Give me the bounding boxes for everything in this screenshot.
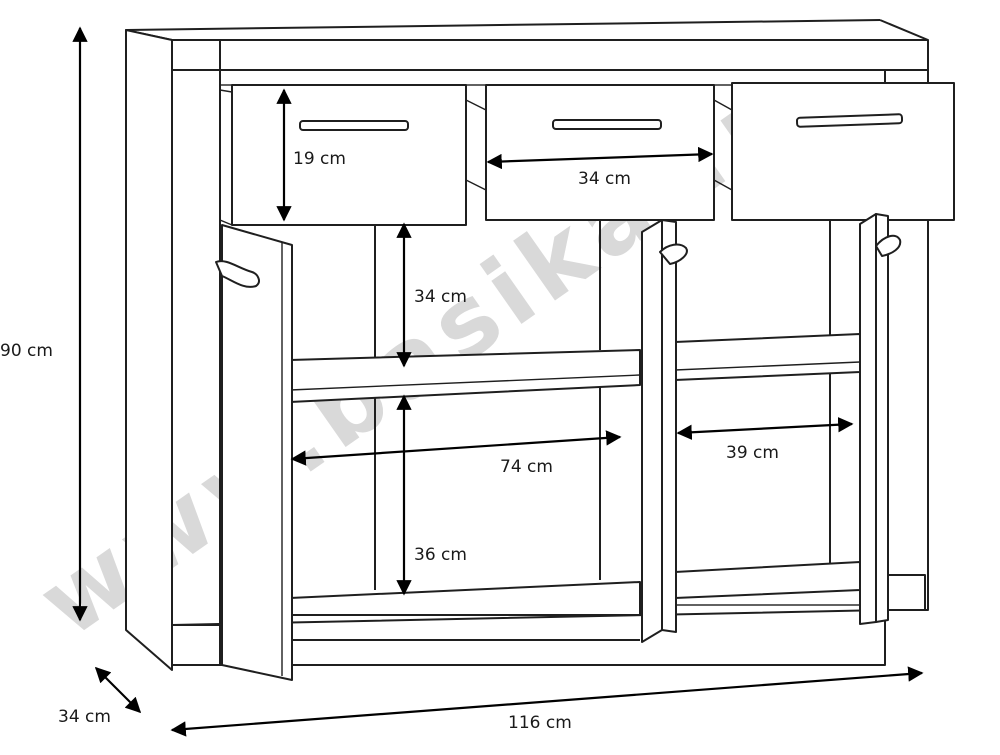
drawer-right-handle[interactable] <box>795 113 904 128</box>
door-left[interactable] <box>215 224 293 681</box>
left-side-panel <box>125 29 173 671</box>
top-right-edge <box>879 19 929 41</box>
door-middle-handle[interactable] <box>659 243 688 265</box>
floor-right <box>674 561 861 599</box>
drawer-left[interactable] <box>219 84 487 227</box>
drawer-right-front <box>731 82 955 221</box>
shelf-left <box>289 349 641 403</box>
door-right[interactable] <box>859 213 902 625</box>
width-total-label: 116 cm <box>508 713 572 733</box>
door-left-handle[interactable] <box>215 260 260 288</box>
depth-arrow <box>94 666 142 714</box>
drawer-height-label: 19 cm <box>293 149 346 169</box>
door-middle-edge <box>661 219 677 633</box>
doors <box>215 213 902 681</box>
door-middle[interactable] <box>641 219 688 643</box>
drawer-left-runner <box>465 99 487 111</box>
shelf-left-edge <box>289 374 641 391</box>
drawer-left-handle[interactable] <box>299 120 409 131</box>
shelf-right-edge <box>674 361 861 371</box>
drawer-width-arrow <box>486 146 714 170</box>
shelf-right <box>674 333 861 381</box>
right-compartment-width-label: 39 cm <box>726 443 779 463</box>
width-total-arrow <box>170 666 924 737</box>
drawer-width-label: 34 cm <box>578 169 631 189</box>
height-total-label: 90 cm <box>0 341 53 361</box>
drawer-left-front <box>231 84 467 226</box>
top-slab <box>125 29 929 86</box>
dimension-labels: 90 cm 34 cm 116 cm 19 cm 34 cm 34 cm 36 … <box>0 149 779 733</box>
door-right-panel <box>859 213 877 625</box>
right-compartment-width-arrow <box>676 417 854 440</box>
drawer-left-side <box>219 89 233 227</box>
lower-shelf-height-label: 36 cm <box>414 545 467 565</box>
drawer-middle-runner-low <box>713 179 733 191</box>
left-compartment-width-arrow <box>290 430 622 466</box>
dimension-arrows <box>72 26 924 737</box>
drawer-middle-handle[interactable] <box>552 119 662 130</box>
drawer-left-runner-low <box>465 179 487 191</box>
door-middle-panel <box>641 219 663 643</box>
door-right-edge <box>875 213 889 623</box>
drawer-middle-runner <box>713 99 733 111</box>
floor-left <box>289 581 641 616</box>
depth-label: 34 cm <box>58 707 111 727</box>
left-compartment-width-label: 74 cm <box>500 457 553 477</box>
door-right-handle[interactable] <box>875 234 902 257</box>
upper-shelf-height-label: 34 cm <box>414 287 467 307</box>
drawer-middle[interactable] <box>485 84 733 221</box>
top-back-edge <box>125 19 881 31</box>
drawer-right[interactable] <box>731 82 955 221</box>
drawer-middle-front <box>485 84 715 221</box>
